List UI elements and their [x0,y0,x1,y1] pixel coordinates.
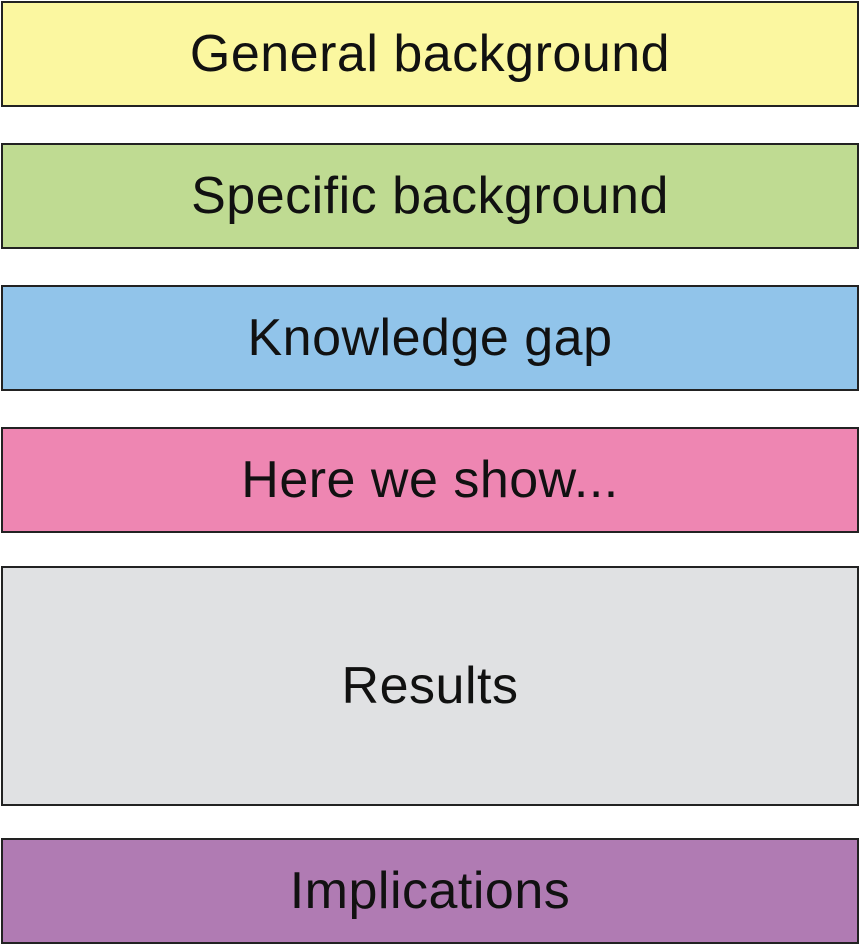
block-specific-background: Specific background [1,143,859,249]
block-general-background: General background [1,1,859,107]
block-knowledge-gap: Knowledge gap [1,285,859,391]
block-here-we-show: Here we show... [1,427,859,533]
block-results: Results [1,566,859,806]
block-implications: Implications [1,838,859,944]
